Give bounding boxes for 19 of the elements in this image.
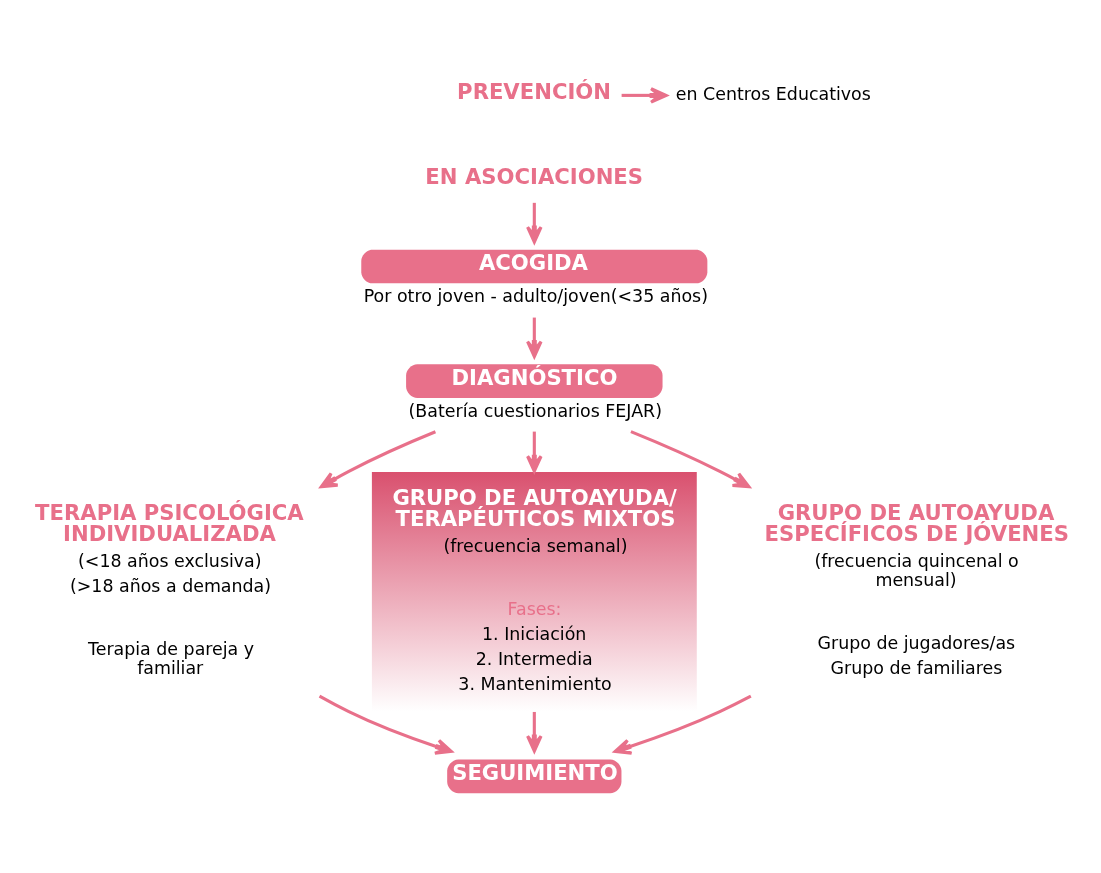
node-text: GRUPO DE AUTOAYUDA ESPECÍFICOS DE JÓVENES (frecuencia quincenal o mensual) Grupo de jugadores/as Grupo de familiares [764, 500, 1069, 678]
arrow [526, 317, 543, 359]
node-text: TERAPIA PSICOLÓGICA INDIVIDUALIZADA (<18 años exclusiva) (>18 años a demanda) Terapia de pareja y familiar [35, 500, 304, 678]
node-label: (Batería cuestionarios FEJAR) [408, 400, 662, 421]
arrow [526, 202, 543, 244]
arrow [621, 87, 668, 104]
arrow [318, 694, 453, 755]
node-text: PREVENCIÓN [457, 79, 612, 105]
node-box: SEGUIMIENTO [447, 759, 622, 794]
node-box: ACOGIDA [361, 249, 708, 284]
node-label: Por otro joven - adulto/joven(<35 años) [363, 286, 708, 307]
node-text: EN ASOCIACIONES [425, 163, 644, 189]
arrow [526, 431, 543, 473]
node-box: DIAGNÓSTICO [406, 364, 663, 398]
arrow [526, 711, 543, 753]
arrow [613, 694, 752, 755]
arrow [319, 430, 437, 489]
node-text: en Centros Educativos [675, 83, 871, 104]
arrow [630, 430, 751, 489]
